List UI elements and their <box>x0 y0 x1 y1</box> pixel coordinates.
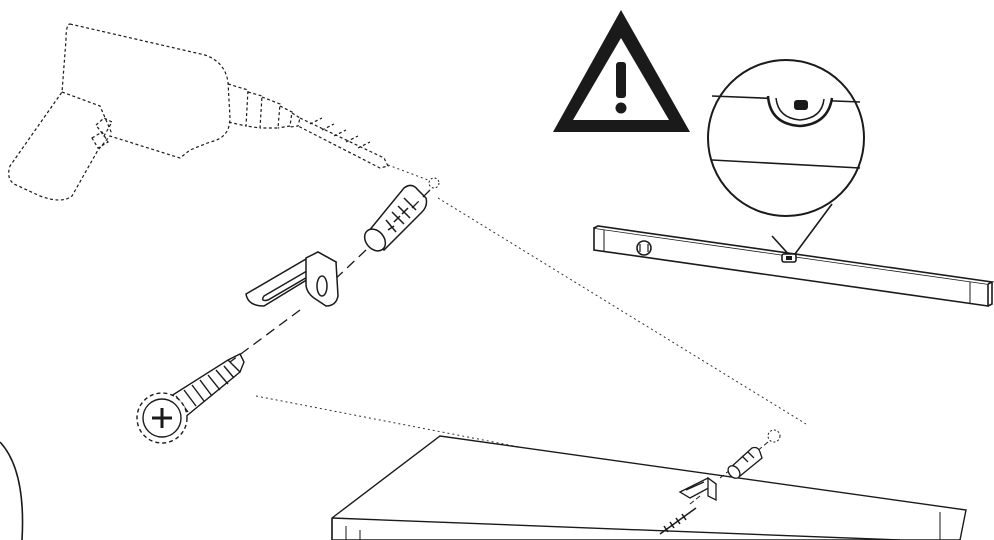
level-bubble-magnifier-icon <box>708 60 864 258</box>
small-wall-plug-icon <box>726 448 762 481</box>
angle-bracket-icon <box>246 252 338 306</box>
wall-plug-icon <box>360 185 426 255</box>
drill-icon <box>9 24 388 200</box>
cabinet-icon <box>332 436 966 540</box>
warning-triangle-icon <box>553 10 690 132</box>
drill-axis-line <box>388 165 428 180</box>
drill-hole-icon <box>429 178 439 188</box>
small-hole-icon <box>768 430 780 442</box>
partial-detail-circle <box>0 442 23 540</box>
screw-icon <box>137 354 244 443</box>
